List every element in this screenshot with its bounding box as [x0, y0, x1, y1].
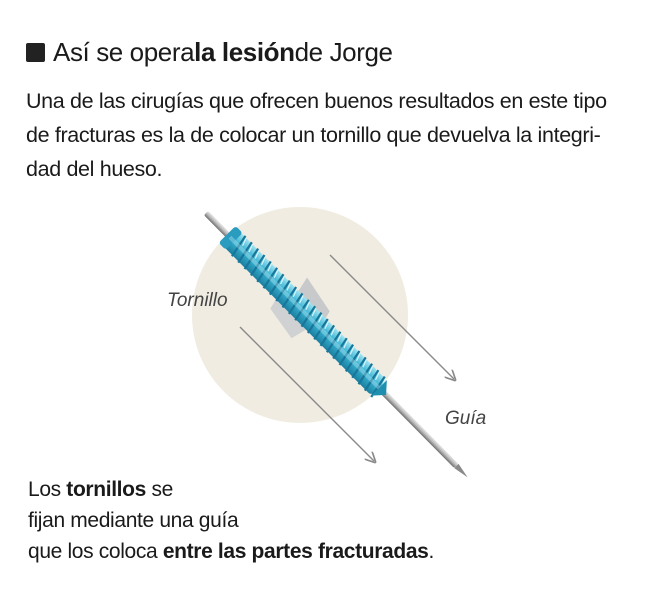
screw-thread-highlight [362, 359, 368, 368]
screw-thread [256, 260, 272, 283]
screw-thread-highlight [337, 333, 342, 342]
screw-thread [313, 318, 329, 341]
arrow-upper [329, 254, 454, 379]
screw-thread-highlight [305, 301, 311, 310]
screw-thread-highlight [349, 346, 355, 355]
screw-thread [332, 337, 348, 360]
screw-thread [351, 356, 367, 379]
caption-text: Los tornillos se fijan mediante una guía… [28, 474, 434, 567]
screw-thread [262, 267, 279, 289]
caption-line-2: fijan mediante una guía [28, 509, 239, 532]
screw-thread-highlight [254, 250, 260, 259]
title-square-icon [26, 42, 45, 62]
screw-thread-highlight [299, 295, 304, 304]
label-screw: Tornillo [167, 290, 228, 311]
screw-thread [306, 311, 323, 334]
title-post: de Jorge [294, 37, 393, 67]
screw-thread-highlight [242, 237, 247, 246]
screw-thread-highlight [324, 320, 330, 330]
screw-thread [344, 350, 361, 373]
screw-thread-highlight [374, 372, 380, 381]
screw-thread [363, 369, 380, 392]
caption-l3-bold: entre las partes fracturadas [162, 540, 429, 563]
screw-thread-highlight [292, 288, 298, 298]
screw-thread [294, 299, 310, 321]
screw-thread-highlight [343, 340, 349, 349]
caption-l1-pre: Los [28, 478, 67, 501]
screw-thread [269, 273, 285, 296]
screw-thread [325, 331, 342, 353]
screw-thread-highlight [261, 256, 266, 266]
screw-thread [357, 363, 374, 385]
screw-thread [237, 241, 253, 264]
screw-thread [243, 248, 260, 270]
screw-thread [250, 254, 266, 277]
screw-thread [319, 324, 336, 347]
intro-line-2: de fracturas es la de colocar un tornill… [26, 123, 601, 147]
screw-thread [275, 280, 291, 302]
screw-thread-highlight [248, 244, 254, 253]
screw-thread [231, 235, 247, 257]
screw [219, 227, 387, 398]
screw-thread-highlight [267, 263, 273, 272]
intro-line-1: Una de las cirugías que ofrecen buenos r… [26, 89, 607, 113]
title-bold: la lesión [194, 37, 295, 67]
screw-thread [287, 292, 304, 315]
screw-thread [338, 343, 355, 366]
intro-text: Una de las cirugías que ofrecen buenos r… [26, 84, 646, 186]
screw-thread-highlight [356, 352, 361, 362]
screw-thread-highlight [280, 276, 285, 285]
label-guide: Guía [445, 408, 486, 429]
caption-line-3: que los coloca entre las partes fractura… [28, 536, 434, 567]
intro-line-3: dad del hueso. [26, 157, 163, 181]
caption-l1-post: se [145, 478, 173, 501]
screw-thread-highlight [318, 314, 323, 323]
screw-diagram: Tornillo Guía [167, 207, 486, 478]
screw-thread [300, 305, 317, 328]
screw-thread-highlight [273, 269, 279, 278]
caption-l3-pre: que los coloca [28, 540, 163, 563]
page-title: Así se opera la lesión de Jorge [26, 36, 393, 68]
caption-l1-bold: tornillos [66, 478, 146, 501]
screw-thread-highlight [330, 327, 336, 336]
screw-thread-highlight [311, 308, 317, 317]
screw-thread-highlight [368, 365, 374, 374]
caption-l3-post: . [428, 540, 435, 563]
screw-thread [281, 286, 298, 309]
title-pre: Así se opera [53, 37, 195, 67]
caption-line-1: Los tornillos se [28, 474, 434, 505]
arrow-lower [239, 326, 374, 461]
screw-thread-highlight [286, 282, 292, 291]
